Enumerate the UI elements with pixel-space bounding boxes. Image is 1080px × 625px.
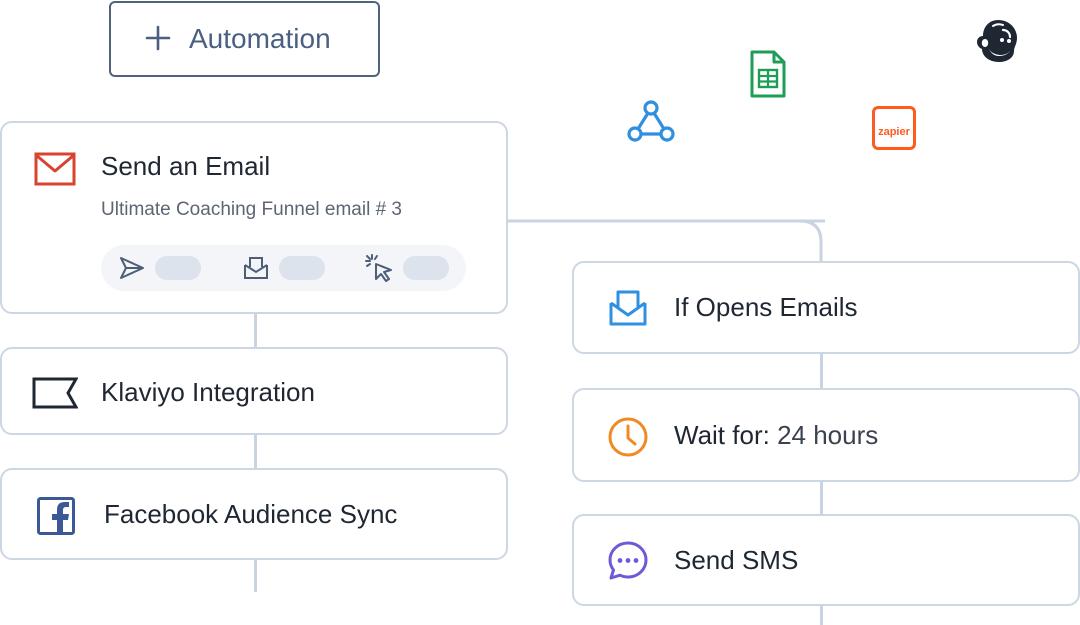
wait-text: Wait for: 24 hours xyxy=(674,420,878,451)
email-icon xyxy=(34,152,76,186)
connector-sms-tail xyxy=(820,605,823,625)
if-opens-title: If Opens Emails xyxy=(674,292,858,322)
add-automation-button[interactable]: Automation xyxy=(109,1,380,77)
connector-facebook-tail xyxy=(254,559,257,592)
clock-icon xyxy=(607,416,649,458)
connector-klaviyo-to-facebook xyxy=(254,434,257,469)
add-automation-label: Automation xyxy=(189,23,331,54)
klaviyo-integration-card[interactable]: Klaviyo Integration xyxy=(0,347,508,435)
open-email-icon xyxy=(608,288,648,328)
mailchimp-icon xyxy=(973,16,1023,66)
facebook-title: Facebook Audience Sync xyxy=(104,499,398,529)
webhook-icon xyxy=(626,98,676,144)
connector-opens-to-wait xyxy=(820,353,823,389)
wait-label: Wait for: xyxy=(674,420,770,450)
facebook-audience-card[interactable]: Facebook Audience Sync xyxy=(0,468,508,560)
zapier-logo-text: zapier xyxy=(878,126,910,138)
plus-icon xyxy=(145,25,171,51)
facebook-icon xyxy=(37,497,75,535)
send-sms-title: Send SMS xyxy=(674,545,799,575)
zapier-icon: zapier xyxy=(872,106,916,150)
sent-count-pill xyxy=(155,256,201,280)
sent-icon xyxy=(118,255,146,281)
send-email-title: Send an Email xyxy=(101,151,271,181)
google-sheets-icon xyxy=(749,49,787,99)
klaviyo-title: Klaviyo Integration xyxy=(101,377,315,407)
email-stats-bar xyxy=(101,245,466,291)
klaviyo-flag-icon xyxy=(32,377,78,409)
send-email-card[interactable]: Send an Email Ultimate Coaching Funnel e… xyxy=(0,121,508,314)
wait-value: 24 hours xyxy=(777,420,879,450)
opened-count-pill xyxy=(279,256,325,280)
connector-send-to-branch xyxy=(507,219,825,264)
opened-icon xyxy=(242,254,270,282)
connector-send-to-klaviyo xyxy=(254,313,257,348)
sms-chat-icon xyxy=(607,540,649,582)
click-count-pill xyxy=(403,256,449,280)
send-email-subtitle: Ultimate Coaching Funnel email # 3 xyxy=(101,199,402,220)
send-sms-card[interactable]: Send SMS xyxy=(572,514,1080,606)
connector-wait-to-sms xyxy=(820,481,823,515)
wait-card[interactable]: Wait for: 24 hours xyxy=(572,388,1080,482)
click-icon xyxy=(364,253,394,283)
if-opens-card[interactable]: If Opens Emails xyxy=(572,261,1080,354)
